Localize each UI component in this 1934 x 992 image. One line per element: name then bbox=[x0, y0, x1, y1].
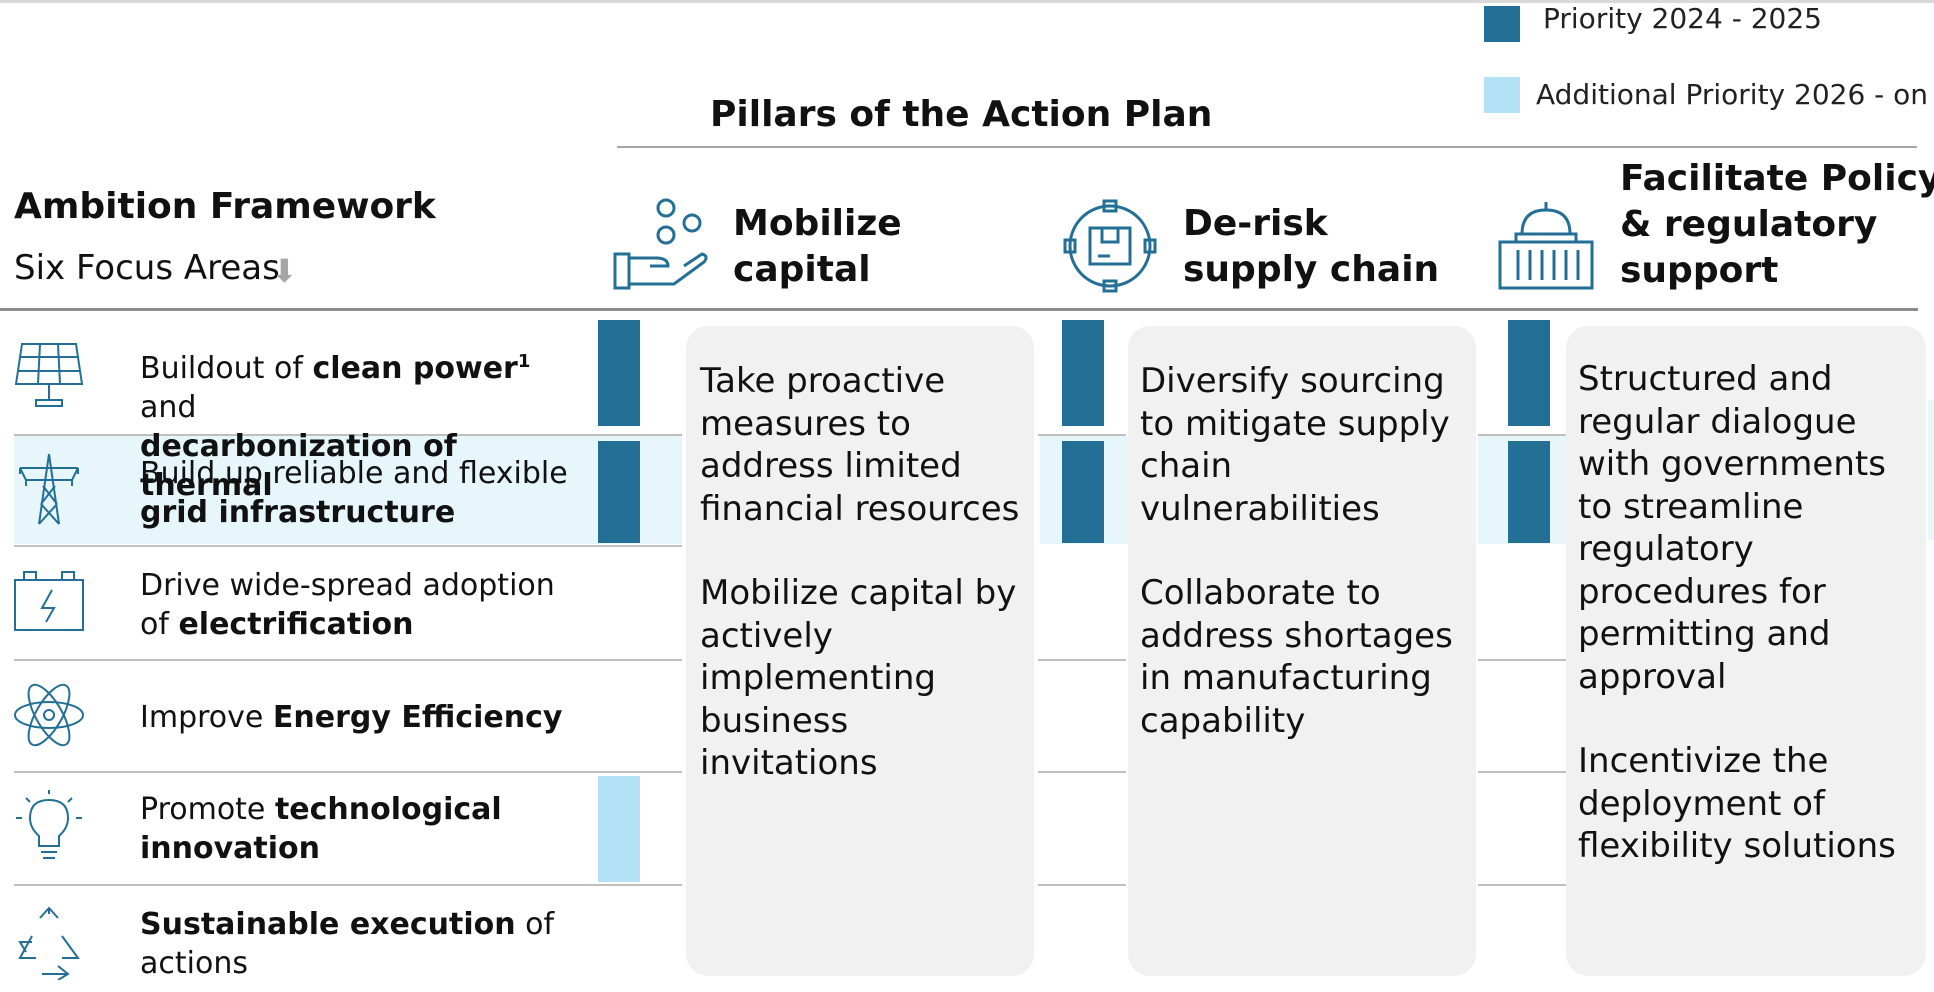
card-paragraph: Take proactive measures to address limit… bbox=[700, 361, 1020, 529]
hand-coins-icon bbox=[613, 198, 708, 290]
legend-swatch-priority bbox=[1484, 6, 1520, 42]
priority-bar-high bbox=[598, 441, 640, 543]
lightbulb-icon bbox=[16, 790, 82, 859]
row-highlight-grid bbox=[14, 436, 682, 544]
header-divider bbox=[0, 308, 1918, 311]
box-target-icon bbox=[1063, 199, 1157, 293]
priority-bar-high bbox=[1508, 441, 1550, 543]
card-paragraph: Structured and regular dialogue with gov… bbox=[1578, 359, 1886, 697]
legend-label-additional: Additional Priority 2026 - on bbox=[1536, 78, 1929, 111]
focus-area-text: Drive wide-spread adoption of electrific… bbox=[140, 568, 555, 642]
pillars-divider bbox=[617, 146, 1917, 148]
card-paragraph: Collaborate to address shortages in manu… bbox=[1140, 573, 1453, 741]
card-paragraph: Incentivize the deployment of flexibilit… bbox=[1578, 741, 1896, 866]
pillar-card-derisk: Diversify sourcing to mitigate supply ch… bbox=[1128, 326, 1476, 976]
priority-bar-high bbox=[1508, 320, 1550, 426]
legend-swatch-additional bbox=[1484, 77, 1520, 113]
battery-icon bbox=[14, 571, 84, 631]
edge-highlight bbox=[1928, 400, 1934, 540]
card-paragraph: Diversify sourcing to mitigate supply ch… bbox=[1140, 361, 1450, 529]
pillar-card-mobilize: Take proactive measures to address limit… bbox=[686, 326, 1034, 976]
ambition-subtitle: Six Focus Areas bbox=[14, 248, 280, 288]
priority-bar-additional bbox=[598, 776, 640, 882]
top-border bbox=[0, 0, 1934, 3]
down-arrow-icon: ⬇ bbox=[271, 252, 298, 290]
pillars-title: Pillars of the Action Plan bbox=[710, 94, 1213, 135]
recycle-icon bbox=[18, 906, 80, 980]
focus-area-text: Sustainable execution of actions bbox=[140, 907, 555, 981]
pillar-card-policy: Structured and regular dialogue with gov… bbox=[1566, 326, 1926, 976]
focus-area-text: Improve Energy Efficiency bbox=[140, 700, 563, 735]
ambition-title: Ambition Framework bbox=[14, 186, 436, 227]
focus-area-text: Promote technological innovation bbox=[140, 792, 502, 866]
transmission-tower-icon bbox=[19, 453, 79, 525]
legend-label-priority: Priority 2024 - 2025 bbox=[1543, 2, 1822, 35]
solar-panel-icon bbox=[14, 343, 84, 407]
priority-bar-high bbox=[1062, 441, 1104, 543]
atom-icon bbox=[14, 683, 84, 747]
government-building-icon bbox=[1498, 202, 1594, 290]
priority-bar-high bbox=[1062, 320, 1104, 426]
focus-area-text: Build up reliable and flexible grid infr… bbox=[140, 456, 568, 530]
priority-bar-high bbox=[598, 320, 640, 426]
focus-area-text: Buildout of clean power1 and decarboniza… bbox=[140, 351, 531, 503]
card-paragraph: Mobilize capital by actively implementin… bbox=[700, 573, 1017, 783]
